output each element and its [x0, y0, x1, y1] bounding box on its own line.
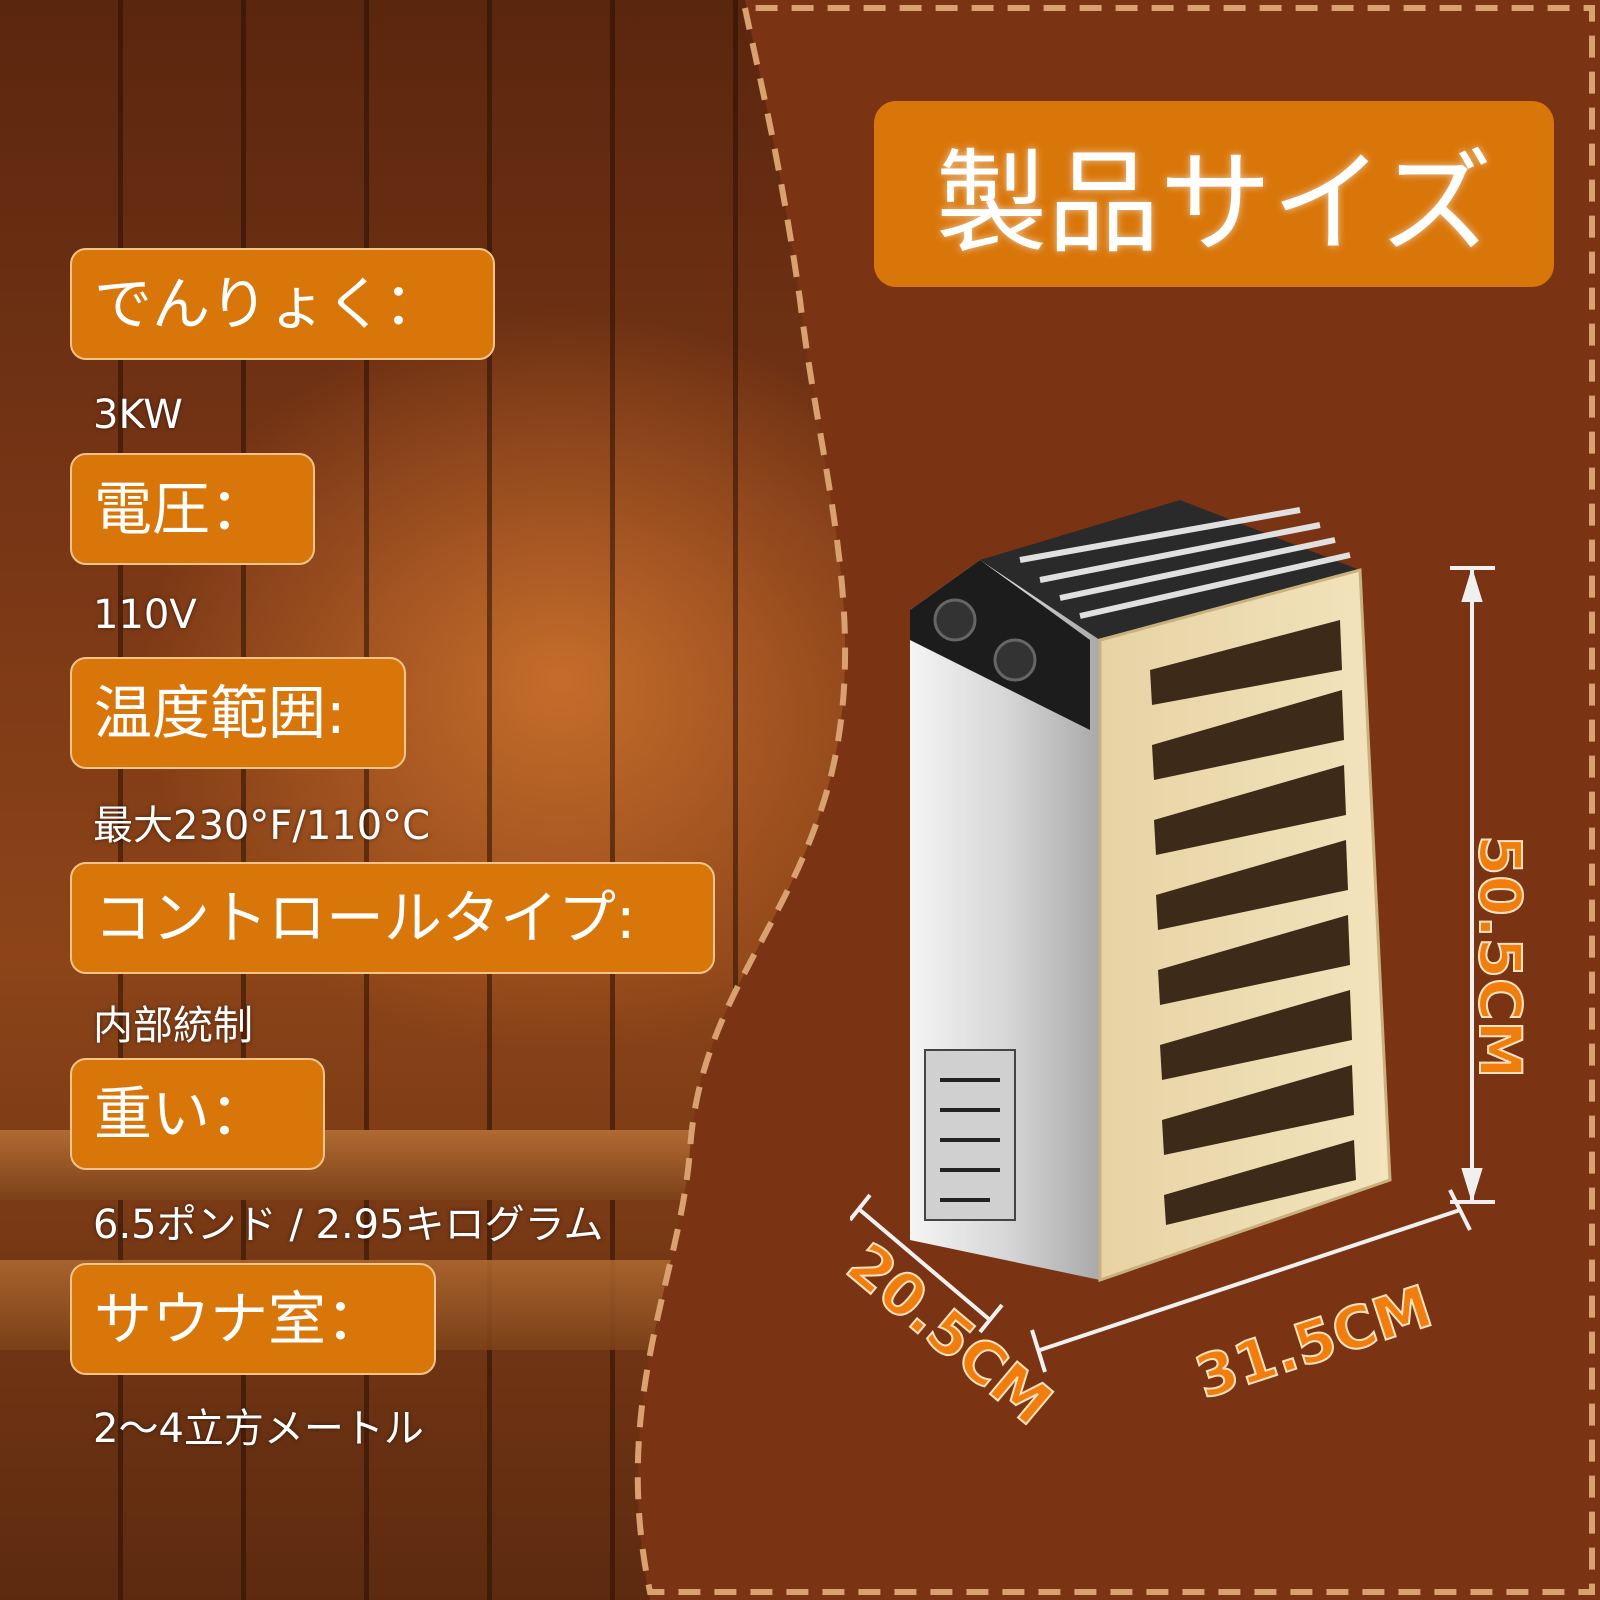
- sauna-heater-image: [910, 500, 1392, 1283]
- spec-label-sauna-room: サウナ室：: [70, 1263, 436, 1375]
- spec-value-temperature: 最大230°F/110°C: [93, 803, 431, 849]
- spec-label-control-type: コントロールタイプ:: [70, 862, 715, 974]
- spec-value-weight: 6.5ポンド / 2.95キログラム: [93, 1202, 604, 1248]
- dimension-lines: [850, 566, 1495, 1373]
- page-title: 製品サイズ: [874, 101, 1554, 287]
- spec-value-control-type: 内部統制: [93, 1003, 253, 1049]
- spec-value-voltage: 110V: [93, 592, 197, 638]
- spec-value-power: 3KW: [93, 392, 183, 438]
- dimension-height-label: 50.5CM: [1465, 834, 1535, 1079]
- spec-label-voltage: 電圧：: [70, 453, 315, 565]
- spec-value-sauna-room: 2〜4立方メートル: [93, 1406, 424, 1452]
- spec-label-weight: 重い：: [70, 1058, 325, 1170]
- spec-label-power: でんりょく：: [70, 248, 495, 360]
- spec-label-temperature: 温度範囲:: [70, 657, 406, 769]
